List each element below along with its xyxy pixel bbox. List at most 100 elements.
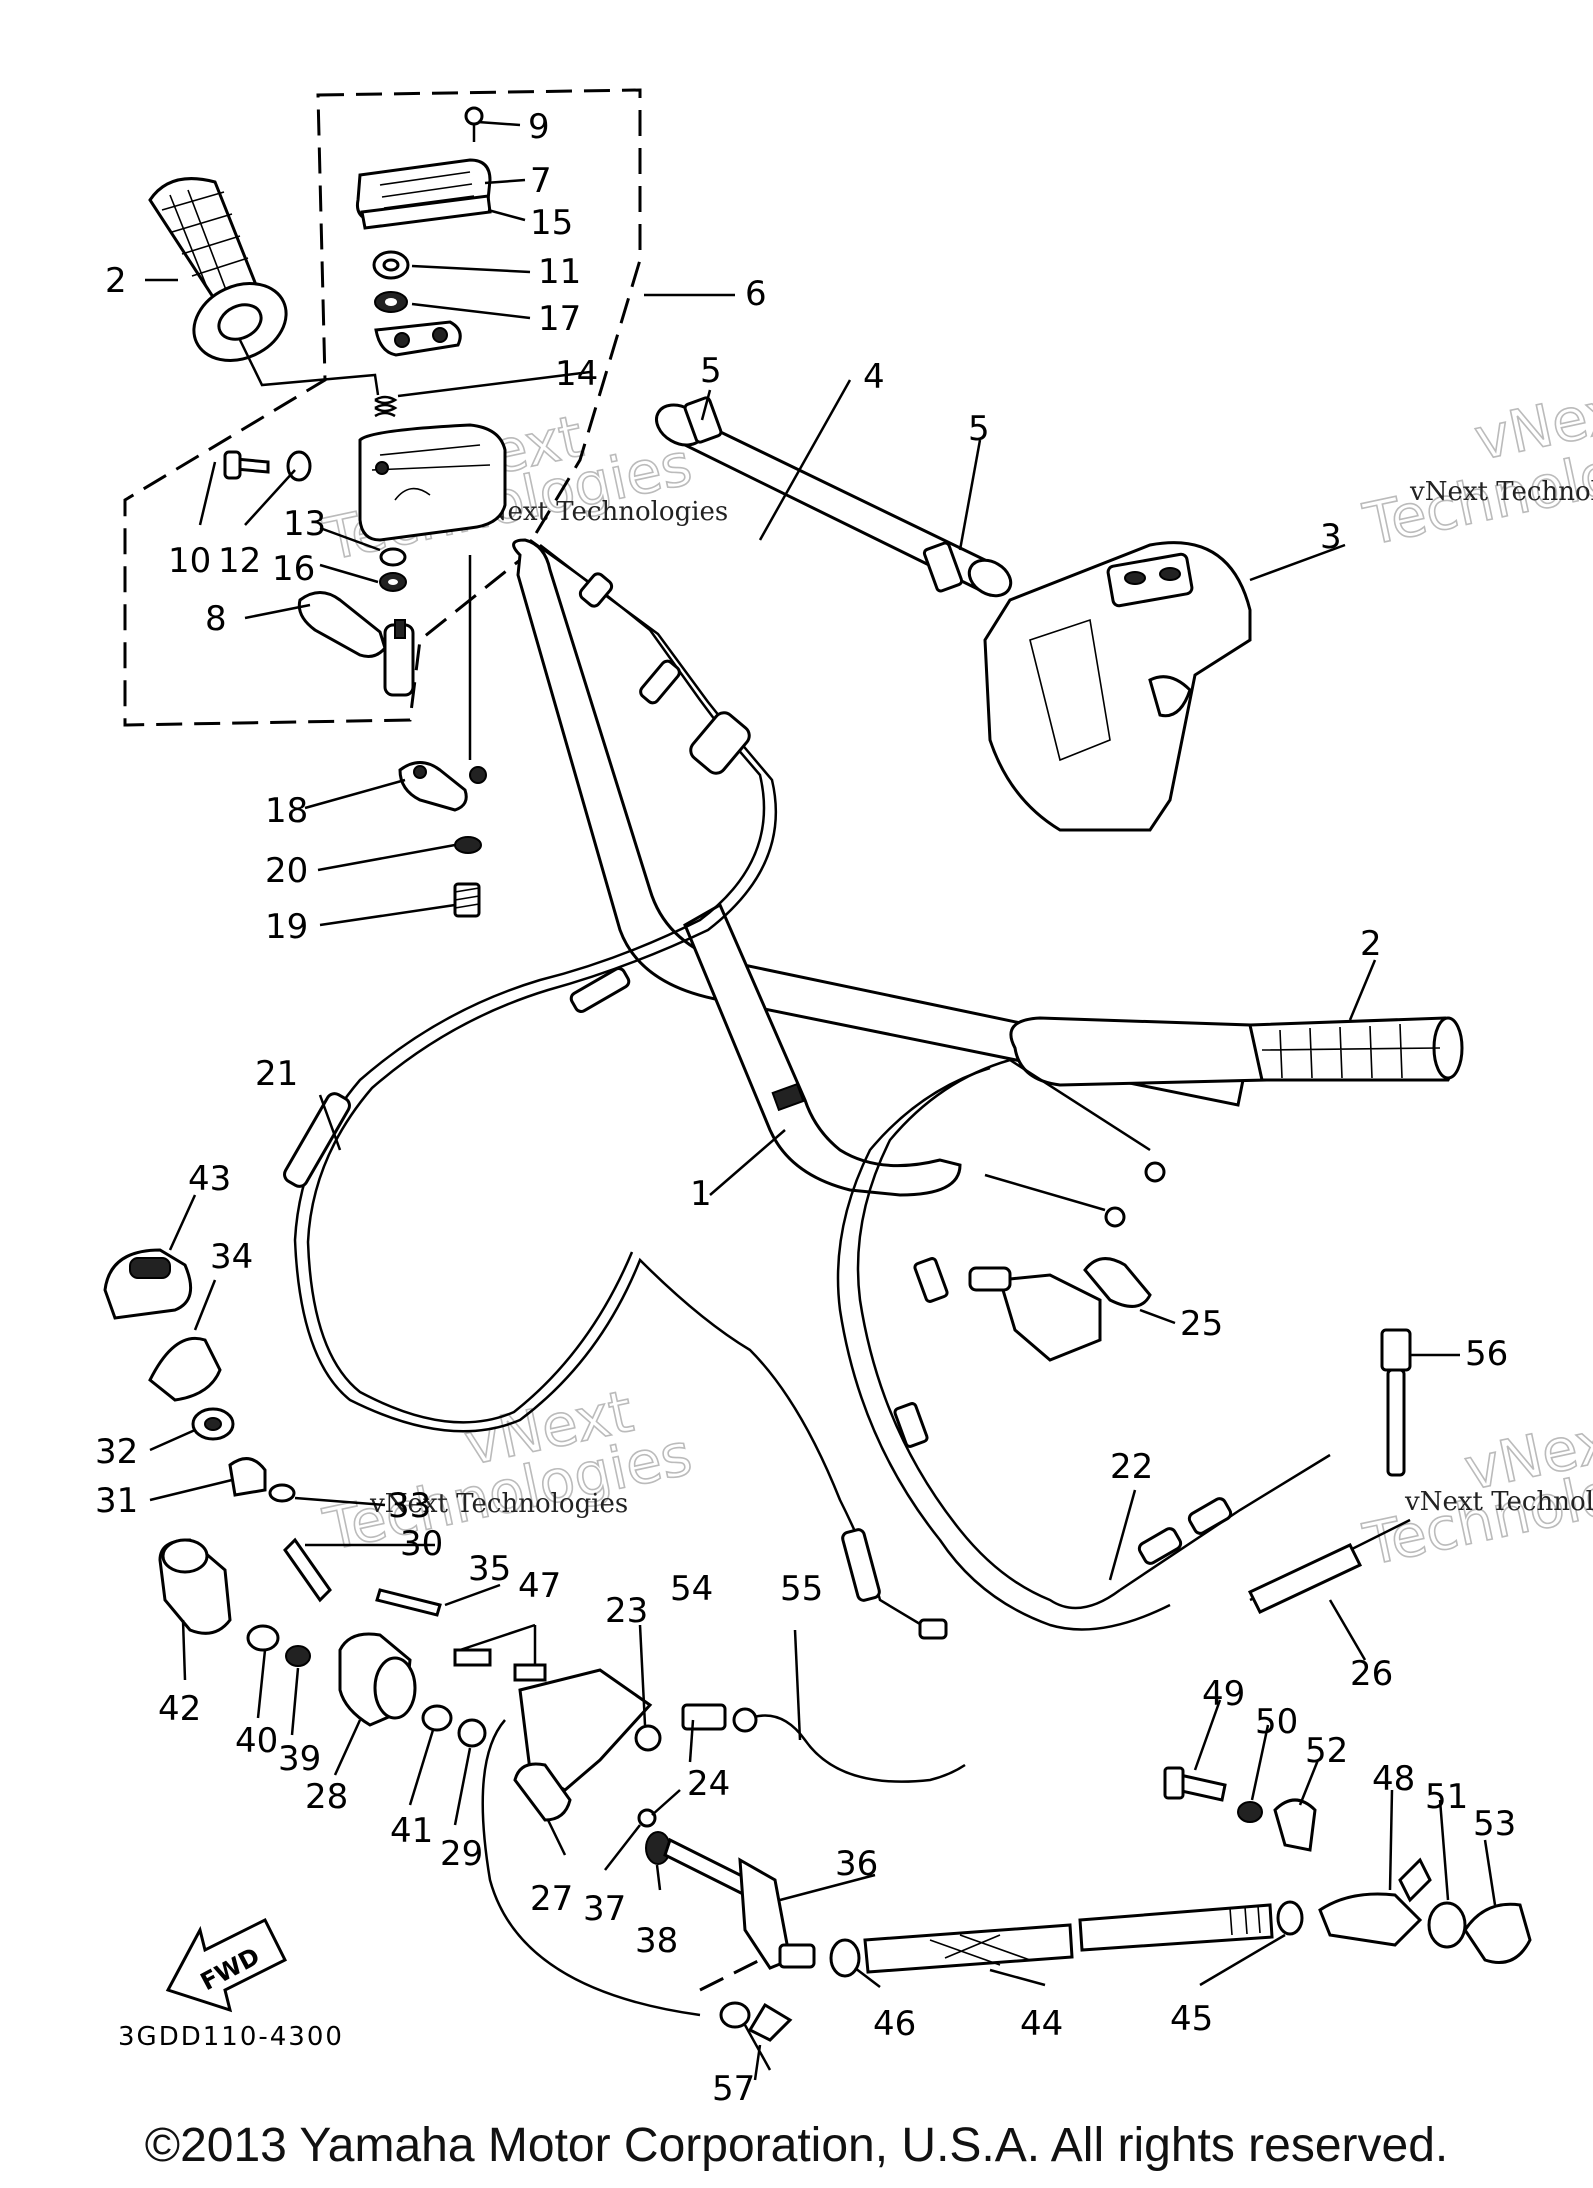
label-34: 34 bbox=[210, 1237, 253, 1277]
label-8: 8 bbox=[205, 599, 227, 639]
bracket-52 bbox=[1273, 1798, 1317, 1852]
bolt-57 bbox=[719, 2001, 793, 2071]
label-43: 43 bbox=[188, 1159, 231, 1199]
washer-39 bbox=[285, 1645, 311, 1667]
throttle-tube bbox=[655, 396, 1013, 598]
left-small-parts bbox=[103, 1248, 487, 1748]
label-25: 25 bbox=[1180, 1304, 1223, 1344]
watermark-text-4: vNext Technologies bbox=[1404, 1487, 1593, 1517]
shift-linkage bbox=[453, 1648, 1532, 1992]
bolt-47b bbox=[513, 1663, 547, 1682]
cover-gasket bbox=[360, 194, 492, 230]
nut-40 bbox=[246, 1624, 280, 1652]
label-9: 9 bbox=[528, 107, 550, 147]
leader-lines bbox=[145, 120, 1497, 2081]
throttle-plate bbox=[374, 320, 462, 357]
label-2b: 2 bbox=[1360, 924, 1382, 964]
label-32: 32 bbox=[95, 1432, 138, 1472]
lever-27 bbox=[513, 1762, 572, 1822]
catalog-code: 3GDD110-4300 bbox=[118, 2022, 344, 2052]
washer-50 bbox=[1237, 1801, 1263, 1823]
label-57: 57 bbox=[712, 2069, 755, 2109]
label-21: 21 bbox=[255, 1054, 298, 1094]
label-33: 33 bbox=[388, 1486, 431, 1526]
label-14: 14 bbox=[555, 354, 598, 394]
label-55: 55 bbox=[780, 1569, 823, 1609]
label-38: 38 bbox=[635, 1921, 678, 1961]
label-46: 46 bbox=[873, 2004, 916, 2044]
label-23: 23 bbox=[605, 1591, 648, 1631]
knob-34 bbox=[148, 1336, 222, 1402]
label-4: 4 bbox=[863, 357, 885, 397]
label-19: 19 bbox=[265, 907, 308, 947]
pin-35 bbox=[375, 1588, 442, 1617]
label-12: 12 bbox=[218, 541, 261, 581]
label-39: 39 bbox=[278, 1739, 321, 1779]
label-20: 20 bbox=[265, 851, 308, 891]
oring-29 bbox=[457, 1718, 487, 1748]
watermark-text-1: vNext Technologies bbox=[469, 497, 728, 527]
clamp-18 bbox=[398, 761, 468, 812]
label-42: 42 bbox=[158, 1689, 201, 1729]
label-53: 53 bbox=[1473, 1804, 1516, 1844]
label-15: 15 bbox=[530, 203, 573, 243]
clip-37 bbox=[637, 1808, 657, 1828]
label-31: 31 bbox=[95, 1481, 138, 1521]
brake-cables bbox=[836, 1058, 1411, 1631]
knurl-band bbox=[771, 1082, 805, 1112]
label-40: 40 bbox=[235, 1721, 278, 1761]
label-5b: 5 bbox=[968, 409, 990, 449]
assembly-boundary bbox=[123, 88, 642, 727]
label-35: 35 bbox=[468, 1549, 511, 1589]
right-small-parts bbox=[1163, 1766, 1317, 1852]
label-13: 13 bbox=[283, 504, 326, 544]
label-56: 56 bbox=[1465, 1334, 1508, 1374]
nut-31 bbox=[228, 1457, 267, 1497]
washer-45 bbox=[1276, 1900, 1304, 1936]
clip-5b bbox=[922, 541, 964, 593]
bolt-47a bbox=[453, 1648, 492, 1667]
throttle-cover-3 bbox=[983, 541, 1252, 832]
cable-55 bbox=[744, 1714, 966, 1783]
cap-41 bbox=[421, 1704, 453, 1732]
throttle-housing bbox=[223, 106, 507, 697]
watermark-text-2: vNext Technologies bbox=[1409, 477, 1593, 507]
label-29: 29 bbox=[440, 1834, 483, 1874]
throttle-cable bbox=[283, 538, 948, 1640]
label-18: 18 bbox=[265, 791, 308, 831]
label-7: 7 bbox=[530, 161, 552, 201]
label-52: 52 bbox=[1305, 1731, 1348, 1771]
copyright-notice: ©2013 Yamaha Motor Corporation, U.S.A. A… bbox=[144, 2119, 1449, 2172]
fwd-arrow: FWD bbox=[165, 1917, 288, 2013]
label-28: 28 bbox=[305, 1777, 348, 1817]
fitting-54 bbox=[681, 1703, 727, 1731]
label-44: 44 bbox=[1020, 2004, 1063, 2044]
leader-grip-to-body bbox=[238, 339, 380, 396]
label-51: 51 bbox=[1425, 1777, 1468, 1817]
label-27: 27 bbox=[530, 1879, 573, 1919]
joint-48 bbox=[1318, 1892, 1423, 1947]
bush-51 bbox=[1427, 1901, 1467, 1949]
washer-20 bbox=[454, 836, 482, 854]
throttle-lever bbox=[297, 591, 387, 658]
label-47: 47 bbox=[518, 1566, 561, 1606]
label-24: 24 bbox=[687, 1764, 730, 1804]
screw-33 bbox=[268, 1483, 296, 1503]
label-45: 45 bbox=[1170, 1999, 1213, 2039]
label-1: 1 bbox=[690, 1174, 712, 1214]
spring-14 bbox=[374, 395, 398, 418]
label-11: 11 bbox=[538, 252, 581, 292]
label-5a: 5 bbox=[700, 351, 722, 391]
cap-53 bbox=[1463, 1902, 1532, 1964]
label-22: 22 bbox=[1110, 1447, 1153, 1487]
screw-30 bbox=[283, 1537, 332, 1603]
watermark-text-3: vNext Technologies bbox=[369, 1489, 628, 1519]
label-30: 30 bbox=[400, 1524, 443, 1564]
label-54: 54 bbox=[670, 1569, 713, 1609]
cable-tie-56 bbox=[1380, 1328, 1412, 1477]
label-6: 6 bbox=[745, 274, 767, 314]
label-48: 48 bbox=[1372, 1759, 1415, 1799]
label-10: 10 bbox=[168, 541, 211, 581]
